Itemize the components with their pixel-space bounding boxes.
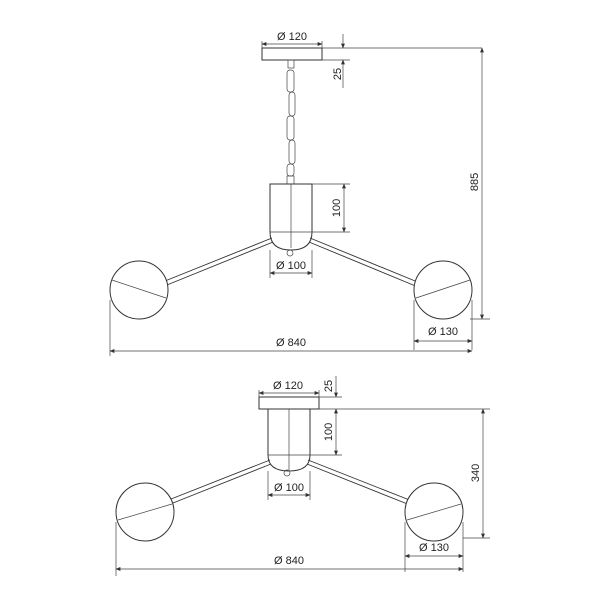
bottom-body-diameter-label: Ø 100 [274,482,304,494]
ceiling-view: Ø 120 25 100 340 Ø 100 Ø 130 Ø 840 [115,376,490,576]
chain [286,59,296,185]
canopy [261,47,323,61]
top-body-height-label: 100 [331,199,343,217]
bottom-overall-diameter-label: Ø 840 [274,555,304,567]
top-shade-diameter-label: Ø 130 [428,326,458,338]
pendant-view: Ø 120 25 885 100 Ø 100 Ø 130 Ø 840 [109,31,490,356]
left-shade [109,260,169,320]
bottom-total-height-label: 340 [470,464,482,482]
canopy [258,396,320,410]
top-total-height-label: 885 [469,173,481,191]
bottom-shade-diameter-label: Ø 130 [419,542,449,554]
left-arm [165,459,271,502]
left-arm [159,237,273,284]
bottom-canopy-height-label: 25 [323,380,335,392]
right-shade [413,260,473,320]
bottom-body-height-label: 100 [323,423,335,441]
top-canopy-diameter-label: Ø 120 [277,31,307,43]
bottom-canopy-diameter-label: Ø 120 [273,380,303,392]
right-arm [309,237,421,284]
top-body-diameter-label: Ø 100 [276,260,306,272]
top-canopy-height-label: 25 [332,68,344,80]
top-overall-diameter-label: Ø 840 [276,337,306,349]
right-arm [307,459,413,502]
